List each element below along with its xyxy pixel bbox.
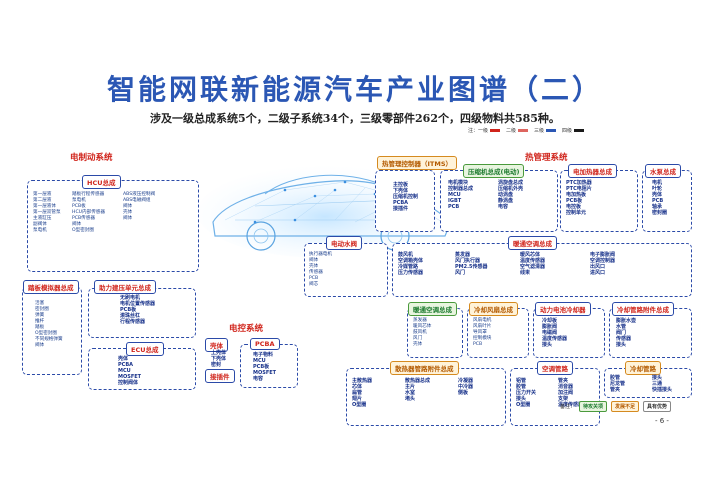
hvac-panel xyxy=(392,243,692,297)
cool-pipe-items-col1: 胶管尼龙管管夹 xyxy=(610,375,626,393)
radiator-items-col2: 散热器总成主片水室 堵头 xyxy=(405,378,431,402)
e-heater-tab: 电加热器总成 xyxy=(568,164,617,178)
cooler-tab: 冷却风扇总成 xyxy=(469,302,518,316)
legend-level4: 四级 xyxy=(562,127,585,134)
itms-panel xyxy=(375,170,435,232)
footer-box-advantage: 具有优势 xyxy=(643,401,672,412)
page-number: - 6 - xyxy=(655,417,669,425)
hvac-box-panel xyxy=(407,308,463,358)
shell-items: 上壳体下壳体密封 xyxy=(211,350,227,368)
legend-level3: 三级 xyxy=(534,127,557,134)
hvac-box-tab: 暖通空调总成 xyxy=(408,302,457,316)
section-thermal-system: 热管理系统 xyxy=(525,153,568,163)
radiator-tab: 散热器管路附件总成 xyxy=(390,361,459,375)
hcu-tab: HCU总成 xyxy=(82,175,121,189)
pressure-panel xyxy=(88,288,196,338)
cool-pipe-tab: 冷却管路 xyxy=(625,361,661,375)
brake-sim-panel xyxy=(22,287,82,375)
legend-level2: 二级 xyxy=(506,127,529,134)
hvac-items-col4: 电子膨胀阀空调控制器出风口进风口 xyxy=(590,252,616,276)
footer-box-pending: 待攻关项 xyxy=(579,401,608,412)
hvac-items-col3: 暖风芯体温度传感器空气滤清器线束 xyxy=(520,252,546,276)
ac-pipe-tab: 空调管路 xyxy=(537,361,573,375)
hvac-box-items: 蒸发器暖风芯体鼓风机 风门壳体 xyxy=(413,318,432,347)
battery-cool-tab: 动力电池冷却器 xyxy=(535,302,591,316)
hvac-tab: 暖通空调总成 xyxy=(508,236,557,250)
shell-tab: 壳体 xyxy=(205,338,228,352)
hcu-panel xyxy=(27,180,199,272)
footer-box-insufficient: 发展不足 xyxy=(611,401,640,412)
pressure-tab: 助力建压单元总成 xyxy=(94,280,156,294)
battery-cool-items: 冷却板膨胀阀电磁阀 温度传感器接头 xyxy=(542,318,568,348)
compressor-tab: 压缩机总成(电动) xyxy=(463,164,525,178)
compressor-items-col2: 涡旋盘总成压缩机外壳动涡盘 静涡盘电容 xyxy=(498,180,524,210)
battery-cool-panel xyxy=(533,308,605,358)
compressor-panel xyxy=(440,170,558,232)
ecu-tab: ECU总成 xyxy=(126,342,164,356)
radiator-items-col3: 冷凝器中冷器侧板 xyxy=(458,378,474,396)
e-valve-panel xyxy=(304,243,388,297)
legend: 注：一级 二级 三级 四级 xyxy=(468,127,585,134)
connector-tab: 接插件 xyxy=(205,369,235,383)
section-control-system: 电控系统 xyxy=(229,324,264,334)
coolant-parts-tab: 冷却管路附件总成 xyxy=(612,302,674,316)
coolant-parts-items: 膨胀水壶水管阀门 传感器接头 xyxy=(616,318,637,348)
hcu-items-col1: 第一层液第二层液第一层液体 第一层双管泵主液缸压副阀体泵电机 xyxy=(33,192,61,233)
radiator-panel xyxy=(346,368,506,426)
cool-pipe-items-col2: 接头三通快插接头 xyxy=(652,375,673,393)
water-pump-tab: 水泵总成 xyxy=(645,164,681,178)
footer-note: 备注： xyxy=(560,404,576,410)
e-valve-tab: 电动水阀 xyxy=(326,236,362,250)
ac-pipe-items-col2: 管夹消音器加注阀 支架温度传感器 xyxy=(558,378,584,408)
pcba-tab: PCBA xyxy=(250,338,280,350)
brake-sim-tab: 踏板模拟器总成 xyxy=(23,280,79,294)
page-subtitle: 涉及一级总成系统5个，二级子系统34个，三级零部件262个，四级物料共585种。 xyxy=(150,112,560,125)
section-brake-system: 电制动系统 xyxy=(70,153,113,163)
cooler-panel xyxy=(467,308,529,358)
footer-legend: 备注： 待攻关项 发展不足 具有优势 xyxy=(560,401,672,412)
hvac-items-col1: 鼓风机空调箱壳体冷媒管路压力传感器 xyxy=(398,252,424,276)
e-heater-panel xyxy=(560,170,638,232)
page-title: 智能网联新能源汽车产业图谱（二） xyxy=(106,73,603,106)
legend-level1: 注：一级 xyxy=(468,127,501,134)
pcba-panel xyxy=(240,344,298,388)
itms-tab: 热管理控制器（ITMS） xyxy=(377,156,458,170)
